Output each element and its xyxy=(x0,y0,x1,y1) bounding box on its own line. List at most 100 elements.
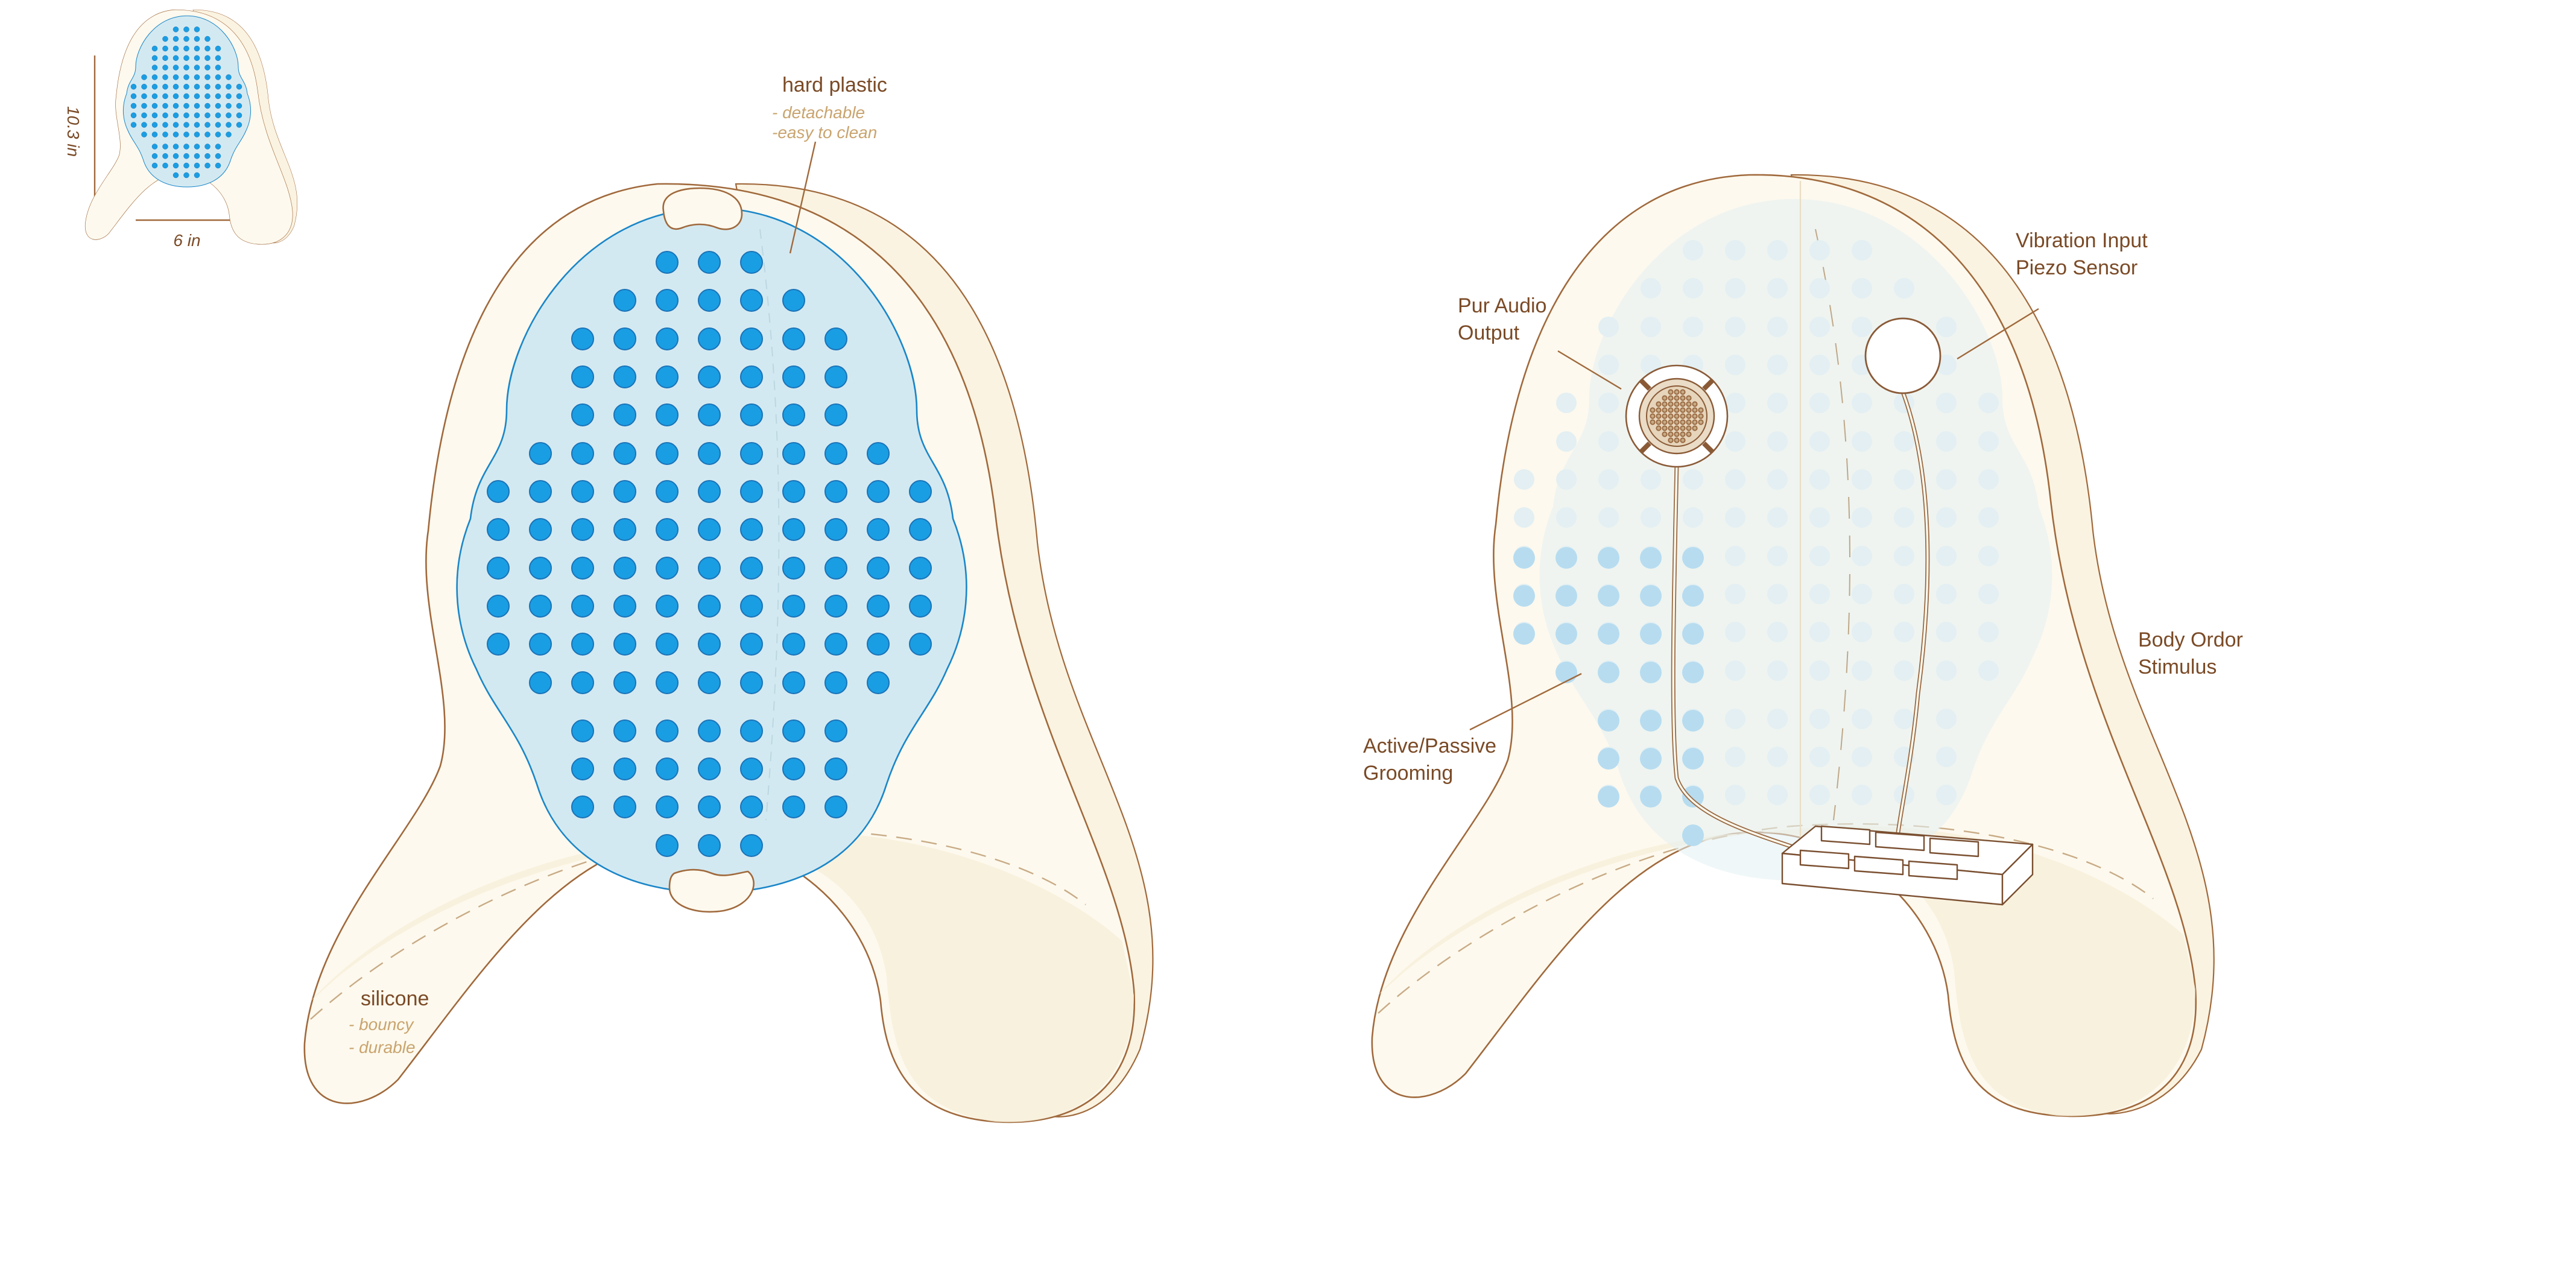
thumbnail-pad-dot xyxy=(215,122,221,128)
grooming-dot xyxy=(1682,748,1704,770)
pad-dot xyxy=(698,557,721,580)
pad-dot xyxy=(656,327,679,350)
thumbnail-pad-dot xyxy=(162,103,168,109)
thumbnail-pad-dot xyxy=(204,122,210,128)
thumbnail-pad-dot xyxy=(172,131,179,138)
faint-dot xyxy=(1809,660,1830,681)
pad-dot xyxy=(571,480,594,503)
grooming-dot xyxy=(1513,623,1535,645)
faint-dot xyxy=(1809,584,1830,604)
thumbnail-pad-dot xyxy=(172,122,179,128)
faint-dot xyxy=(1936,317,1957,337)
pad-dot xyxy=(613,633,636,656)
grooming-dot xyxy=(1513,585,1535,607)
speaker-grille-hole xyxy=(1668,401,1674,407)
speaker-grille-hole xyxy=(1650,419,1656,425)
height-dimension-label: 10.3 in xyxy=(64,106,83,157)
faint-dot xyxy=(1767,431,1788,452)
thumbnail-pad-dot xyxy=(162,162,168,169)
faint-dot xyxy=(1514,507,1534,528)
faint-dot xyxy=(1809,431,1830,452)
pad-dot xyxy=(782,757,805,780)
pad-dot xyxy=(909,518,932,541)
thumbnail-pad-dot xyxy=(204,112,210,118)
faint-dot xyxy=(1725,709,1745,729)
thumbnail-pad-dot xyxy=(162,36,168,42)
faint-dot xyxy=(1852,622,1872,642)
faint-dot xyxy=(1809,622,1830,642)
thumbnail-pad-dot xyxy=(162,65,168,71)
thumbnail-pad-dot xyxy=(194,36,200,42)
grooming-dot xyxy=(1640,547,1662,569)
thumbnail-pad-dot xyxy=(236,112,242,118)
faint-dot xyxy=(1725,278,1745,299)
pad-dot xyxy=(698,757,721,780)
speaker-grille-hole xyxy=(1698,407,1704,413)
grooming-dot xyxy=(1640,585,1662,607)
faint-dot xyxy=(1936,622,1957,642)
thumbnail-pad-dot xyxy=(172,153,179,159)
speaker-grille-hole xyxy=(1692,425,1698,431)
speaker-grille-hole xyxy=(1662,401,1668,407)
faint-dot xyxy=(1936,660,1957,681)
thumbnail-pad-dot xyxy=(226,131,232,138)
pad-dot xyxy=(698,403,721,426)
pad-dot xyxy=(571,403,594,426)
width-dimension-label: 6 in xyxy=(173,231,200,250)
pad-dot xyxy=(656,557,679,580)
speaker-grille-hole xyxy=(1656,407,1662,413)
thumbnail-pad-dot xyxy=(151,93,158,100)
thumbnail-pad-dot xyxy=(151,122,158,128)
grooming-dot xyxy=(1598,786,1619,808)
speaker-grille-hole xyxy=(1668,437,1674,443)
audio-wire-inner xyxy=(1672,464,1804,852)
thumbnail-pad-dot xyxy=(183,144,189,150)
faint-dot xyxy=(1556,393,1577,413)
grooming-label-line2: Grooming xyxy=(1363,762,1453,785)
speaker-grille-hole xyxy=(1698,419,1704,425)
speaker-grille-hole xyxy=(1656,425,1662,431)
grooming-dot xyxy=(1555,547,1577,569)
faint-dot xyxy=(1978,584,1999,604)
faint-dot xyxy=(1852,507,1872,528)
thumbnail-pad-dot xyxy=(172,172,179,179)
speaker-grille-hole xyxy=(1668,395,1674,401)
pad-dot xyxy=(656,403,679,426)
pad-dot xyxy=(782,595,805,618)
faint-dot xyxy=(1978,507,1999,528)
thumbnail-overview: 10.3 in 6 in xyxy=(64,9,298,250)
pad-dot xyxy=(740,595,763,618)
pad-dot xyxy=(867,633,890,656)
speaker-grille-hole xyxy=(1698,413,1704,419)
thumbnail-pad-dot xyxy=(130,122,137,128)
faint-dot xyxy=(1978,431,1999,452)
speaker-grille-hole xyxy=(1662,407,1668,413)
speaker-grille-hole xyxy=(1674,437,1680,443)
thumbnail-pad-dot xyxy=(194,74,200,80)
faint-dot xyxy=(1767,507,1788,528)
thumbnail-pad-dot xyxy=(172,45,179,52)
faint-dot xyxy=(1809,240,1830,261)
faint-dot xyxy=(1767,278,1788,299)
thumbnail-pad-dot xyxy=(204,74,210,80)
speaker-grille-hole xyxy=(1662,395,1668,401)
thumbnail-pad-dot xyxy=(130,93,137,100)
thumbnail-pad-dot xyxy=(236,103,242,109)
vibration-leader xyxy=(1957,308,2039,360)
speaker-grille-hole xyxy=(1662,425,1668,431)
faint-dot xyxy=(1809,546,1830,566)
faint-dot xyxy=(1809,317,1830,337)
faint-dot xyxy=(1894,546,1914,566)
faint-dot xyxy=(1894,584,1914,604)
pad-dot xyxy=(909,480,932,503)
pad-dot xyxy=(740,289,763,312)
pad-dot xyxy=(824,442,847,465)
pad-dot xyxy=(613,719,636,742)
speaker-grille-hole xyxy=(1692,401,1698,407)
speaker-grille-hole xyxy=(1680,407,1686,413)
faint-dot xyxy=(1556,469,1577,490)
grooming-dot-grid xyxy=(1513,240,1999,846)
faint-dot xyxy=(1936,546,1957,566)
pad-dot xyxy=(782,795,805,818)
hard-plastic-leader xyxy=(789,141,817,254)
